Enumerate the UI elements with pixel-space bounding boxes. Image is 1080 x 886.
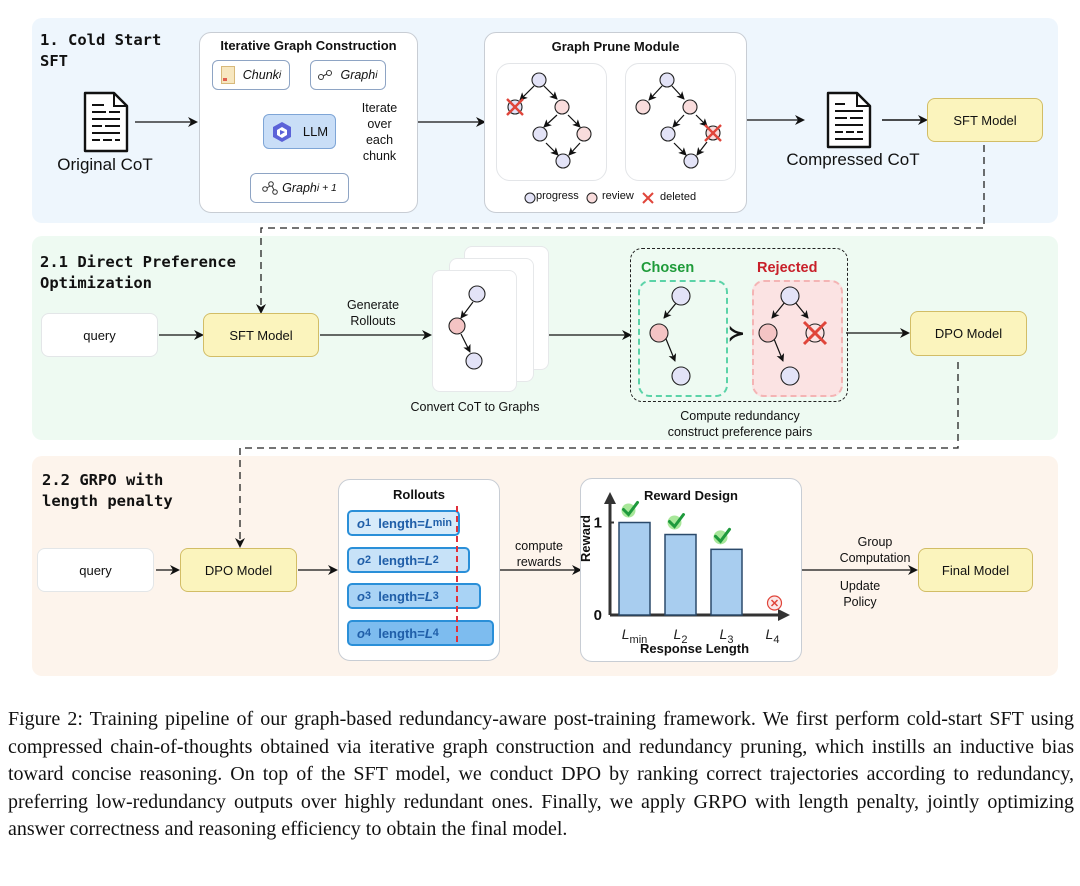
progress-node xyxy=(671,286,691,306)
x-tick-label: L4 xyxy=(766,626,780,646)
update-policy-label: Update Policy xyxy=(839,579,881,609)
cross-icon xyxy=(770,599,779,607)
review-node xyxy=(576,126,592,142)
dashed-sft-to-stage2 xyxy=(256,145,985,314)
preference-pairs-box xyxy=(630,248,848,402)
legend-review-label: review xyxy=(602,190,634,202)
progress-node xyxy=(532,126,548,142)
rollouts-title: Rollouts xyxy=(393,487,445,502)
llm-node: LLM xyxy=(263,114,336,149)
check-icon xyxy=(714,527,731,544)
dpo-model-node-stage3: DPO Model xyxy=(180,548,297,592)
x-tick-label: L2 xyxy=(674,626,688,646)
graph-icon xyxy=(318,70,333,80)
compressed-cot-label: Compressed CoT xyxy=(786,150,920,169)
length-threshold-line xyxy=(456,506,458,646)
chunk-document-icon xyxy=(220,66,235,84)
original-cot-document-icon xyxy=(83,91,129,153)
x-tick-label: L3 xyxy=(720,626,734,646)
dpo-model-node-stage2: DPO Model xyxy=(910,311,1027,356)
review-node xyxy=(649,323,669,343)
progress-node xyxy=(468,285,486,303)
chart-x-axis-label: Response Length xyxy=(640,641,750,656)
review-node xyxy=(448,317,466,335)
query-node-stage3: query xyxy=(37,548,154,592)
progress-node xyxy=(780,286,800,306)
x-tick-label: Lmin xyxy=(622,626,648,646)
review-node xyxy=(682,99,698,115)
compute-redundancy-label: Compute redundancy construct preference … xyxy=(667,409,813,439)
check-badge-icon xyxy=(621,503,636,518)
progress-node xyxy=(531,72,547,88)
stage-1-title: 1. Cold Start SFT xyxy=(40,31,162,70)
stage-2-title: 2.1 Direct Preference Optimization xyxy=(40,253,236,292)
progress-node xyxy=(465,352,483,370)
compute-rewards-label: compute rewards xyxy=(515,539,563,569)
generate-rollouts-label: Generate Rollouts xyxy=(346,298,400,328)
iterate-label: Iterate over each chunk xyxy=(361,101,398,163)
reward-bar xyxy=(618,521,651,616)
iterative-graph-construction-title: Iterative Graph Construction xyxy=(220,38,397,53)
graph-icon xyxy=(262,181,278,195)
review-node xyxy=(635,99,651,115)
check-icon xyxy=(622,501,639,517)
chart-y-axis-label: Reward xyxy=(578,515,593,562)
legend-review-icon xyxy=(586,192,598,204)
sft-model-node-stage1: SFT Model xyxy=(927,98,1043,142)
final-model-node: Final Model xyxy=(918,548,1033,592)
progress-node xyxy=(780,366,800,386)
review-node xyxy=(758,323,778,343)
reward-bar xyxy=(710,548,743,616)
figure-caption: Figure 2: Training pipeline of our graph… xyxy=(8,708,1074,841)
progress-node xyxy=(683,153,699,169)
reward-design-title: Reward Design xyxy=(644,488,738,503)
stage-3-title: 2.2 GRPO with length penalty xyxy=(42,471,173,510)
chosen-label: Chosen xyxy=(641,260,695,276)
dashed-dpo-to-stage3 xyxy=(235,362,959,548)
y-tick-label: 0 xyxy=(594,607,602,624)
check-badge-icon xyxy=(667,515,682,530)
graph-prune-module-title: Graph Prune Module xyxy=(551,39,680,54)
legend-deleted-label: deleted xyxy=(660,191,697,203)
llm-logo-icon xyxy=(272,121,291,142)
deleted-cross-icon xyxy=(506,98,722,142)
dpo-graphs-drawing xyxy=(448,285,828,386)
sft-model-node-stage2: SFT Model xyxy=(203,313,319,357)
rejected-label: Rejected xyxy=(757,260,818,276)
original-cot-label: Original CoT xyxy=(57,155,153,174)
chosen-graph-box xyxy=(638,280,728,397)
convert-cot-label: Convert CoT to Graphs xyxy=(410,400,540,414)
check-badge-icon xyxy=(713,530,728,545)
prune-graphs-drawing xyxy=(506,72,722,204)
legend-deleted-icon xyxy=(642,192,654,204)
progress-node xyxy=(671,366,691,386)
y-tick-label: 1 xyxy=(594,515,602,532)
preferred-over-symbol: ≻ xyxy=(728,323,745,345)
query-node-stage2: query xyxy=(41,313,158,357)
progress-node xyxy=(660,126,676,142)
progress-node xyxy=(555,153,571,169)
compressed-cot-document-icon xyxy=(826,91,872,149)
x-axis-arrow-icon xyxy=(778,609,790,621)
group-computation-label: Group Computation xyxy=(839,535,911,565)
y-axis-arrow-icon xyxy=(604,492,616,504)
check-icon xyxy=(668,513,685,529)
deleted-cross-icon xyxy=(802,320,828,346)
legend-progress-icon xyxy=(524,192,536,204)
review-node xyxy=(554,99,570,115)
progress-node xyxy=(659,72,675,88)
legend-progress-label: progress xyxy=(536,190,579,202)
reward-bar xyxy=(664,533,697,616)
